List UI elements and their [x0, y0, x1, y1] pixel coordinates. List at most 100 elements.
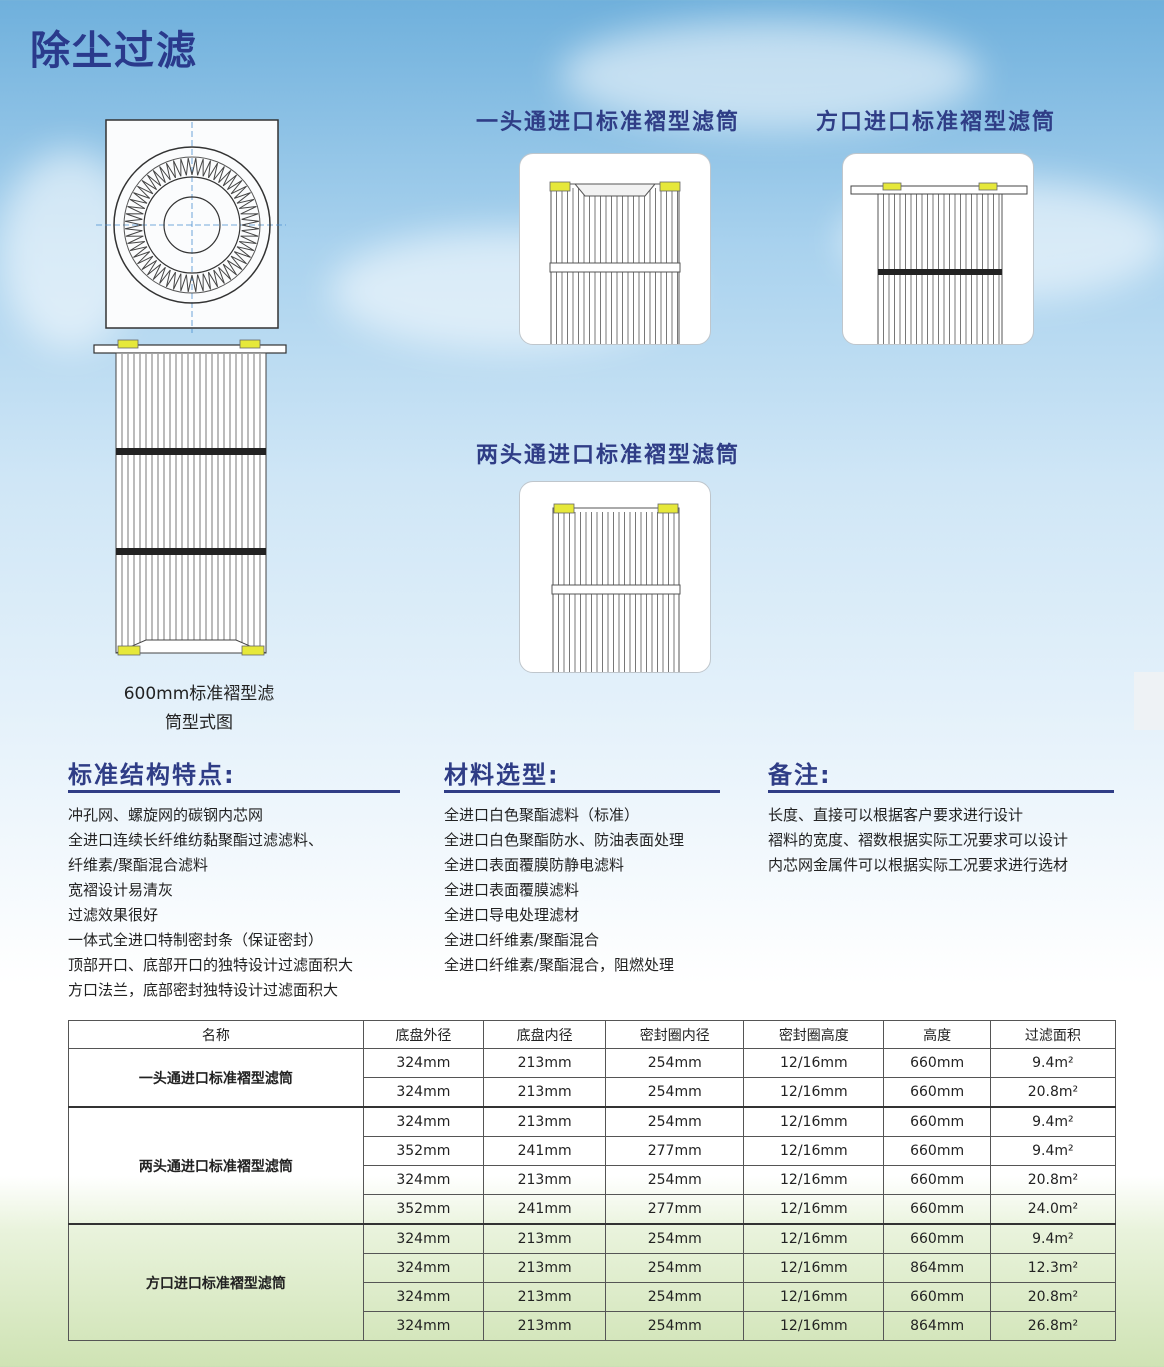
- square-title: 方口进口标准褶型滤筒: [816, 110, 1057, 135]
- filter-cartridge-diagram: [93, 119, 287, 656]
- notes-list: 长度、直接可以根据客户要求进行设计褶料的宽度、褶数根据实际工况要求可以设计内芯网…: [768, 803, 1068, 878]
- table-cell: 12/16mm: [743, 1282, 885, 1312]
- table-cell: 20.8m²: [989, 1165, 1117, 1195]
- product-name-cell: 方口进口标准褶型滤筒: [68, 1223, 364, 1341]
- two-end-card: [519, 481, 711, 673]
- cloud: [560, 20, 980, 130]
- table-cell: 254mm: [605, 1077, 745, 1108]
- table-cell: 9.4m²: [989, 1048, 1117, 1078]
- one-end-card: [519, 153, 711, 345]
- page-title: 除尘过滤: [30, 28, 198, 74]
- square-filter-image: [850, 182, 1028, 344]
- table-cell: 324mm: [362, 1106, 484, 1137]
- table-cell: 12/16mm: [743, 1311, 885, 1341]
- materials-rule: [444, 790, 720, 793]
- column-header: 名称: [68, 1020, 364, 1049]
- features-title: 标准结构特点:: [68, 761, 236, 789]
- column-header: 底盘外径: [362, 1020, 484, 1049]
- column-header: 密封圈高度: [743, 1020, 885, 1049]
- materials-list: 全进口白色聚酯滤料（标准）全进口白色聚酯防水、防油表面处理全进口表面覆膜防静电滤…: [444, 803, 684, 978]
- product-name-cell: 一头通进口标准褶型滤筒: [68, 1048, 364, 1108]
- table-cell: 660mm: [883, 1077, 991, 1108]
- list-item: 过滤效果很好: [68, 906, 159, 924]
- table-cell: 254mm: [605, 1311, 745, 1341]
- list-item: 全进口导电处理滤材: [444, 906, 580, 924]
- list-item: 全进口纤维素/聚酯混合: [444, 931, 600, 949]
- table-cell: 12/16mm: [743, 1165, 885, 1195]
- list-item: 褶料的宽度、褶数根据实际工况要求可以设计: [768, 831, 1069, 849]
- materials-title: 材料选型:: [444, 761, 560, 789]
- table-cell: 20.8m²: [989, 1282, 1117, 1312]
- table-cell: 12/16mm: [743, 1253, 885, 1283]
- table-cell: 254mm: [605, 1048, 745, 1078]
- table-cell: 277mm: [605, 1136, 745, 1166]
- table-cell: 12/16mm: [743, 1048, 885, 1078]
- table-cell: 254mm: [605, 1106, 745, 1137]
- table-cell: 660mm: [883, 1106, 991, 1137]
- table-cell: 12/16mm: [743, 1077, 885, 1108]
- two-end-filter-image: [551, 503, 681, 672]
- table-cell: 24.0m²: [989, 1194, 1117, 1225]
- caption-line: 600mm标准褶型滤: [123, 684, 275, 704]
- table-cell: 254mm: [605, 1282, 745, 1312]
- table-cell: 660mm: [883, 1165, 991, 1195]
- one-end-filter-image: [549, 181, 681, 344]
- table-cell: 20.8m²: [989, 1077, 1117, 1108]
- table-cell: 12/16mm: [743, 1106, 885, 1137]
- table-cell: 864mm: [883, 1311, 991, 1341]
- table-cell: 254mm: [605, 1253, 745, 1283]
- table-cell: 241mm: [482, 1194, 607, 1225]
- list-item: 全进口表面覆膜滤料: [444, 881, 580, 899]
- table-cell: 324mm: [362, 1282, 484, 1312]
- table-cell: 12/16mm: [743, 1194, 885, 1225]
- table-cell: 324mm: [362, 1077, 484, 1108]
- table-cell: 660mm: [883, 1282, 991, 1312]
- list-item: 一体式全进口特制密封条（保证密封）: [68, 931, 324, 949]
- features-rule: [68, 790, 400, 793]
- table-cell: 12/16mm: [743, 1223, 885, 1254]
- list-item: 内芯网金属件可以根据实际工况要求进行选材: [768, 856, 1069, 874]
- notes-title: 备注:: [768, 761, 832, 789]
- table-cell: 213mm: [482, 1048, 607, 1078]
- table-cell: 213mm: [482, 1165, 607, 1195]
- table-cell: 660mm: [883, 1194, 991, 1225]
- list-item: 方口法兰，底部密封独特设计过滤面积大: [68, 981, 339, 999]
- column-header: 高度: [883, 1020, 991, 1049]
- table-cell: 213mm: [482, 1106, 607, 1137]
- table-cell: 9.4m²: [989, 1106, 1117, 1137]
- list-item: 全进口白色聚酯滤料（标准）: [444, 806, 640, 824]
- table-cell: 660mm: [883, 1136, 991, 1166]
- square-card: [842, 153, 1034, 345]
- table-cell: 9.4m²: [989, 1136, 1117, 1166]
- list-item: 纤维素/聚酯混合滤料: [68, 856, 209, 874]
- table-header-row: 名称底盘外径底盘内径密封圈内径密封圈高度高度过滤面积: [68, 1020, 1117, 1049]
- table-cell: 277mm: [605, 1194, 745, 1225]
- table-cell: 213mm: [482, 1077, 607, 1108]
- notes-rule: [768, 790, 1114, 793]
- table-cell: 324mm: [362, 1048, 484, 1078]
- column-header: 密封圈内径: [605, 1020, 745, 1049]
- one-end-title: 一头通进口标准褶型滤筒: [476, 110, 741, 135]
- list-item: 全进口连续长纤维纺黏聚酯过滤滤料、: [68, 831, 324, 849]
- table-cell: 213mm: [482, 1223, 607, 1254]
- features-list: 冲孔网、螺旋网的碳钢内芯网全进口连续长纤维纺黏聚酯过滤滤料、纤维素/聚酯混合滤料…: [68, 803, 353, 1003]
- table-cell: 254mm: [605, 1223, 745, 1254]
- table-cell: 254mm: [605, 1165, 745, 1195]
- list-item: 全进口表面覆膜防静电滤料: [444, 856, 625, 874]
- list-item: 长度、直接可以根据客户要求进行设计: [768, 806, 1024, 824]
- table-cell: 9.4m²: [989, 1223, 1117, 1254]
- list-item: 宽褶设计易清灰: [68, 881, 174, 899]
- table-cell: 324mm: [362, 1223, 484, 1254]
- table-cell: 324mm: [362, 1253, 484, 1283]
- side-tab: [1134, 672, 1164, 730]
- table-cell: 213mm: [482, 1282, 607, 1312]
- column-header: 底盘内径: [482, 1020, 607, 1049]
